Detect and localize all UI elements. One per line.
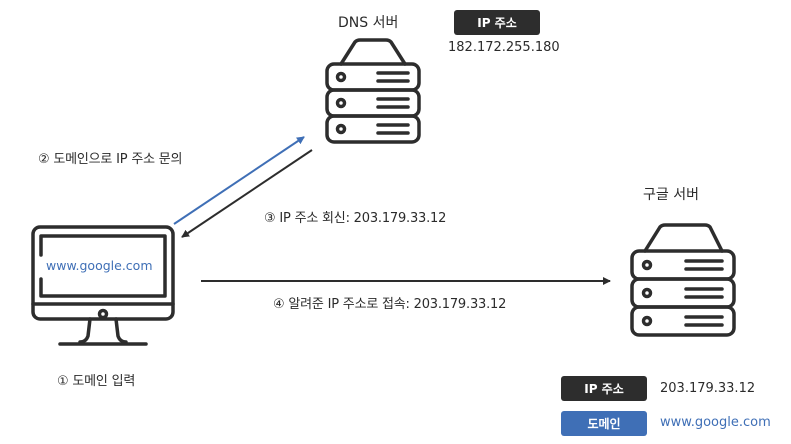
dns-ip-value: 182.172.255.180 [448, 40, 560, 55]
dns-server-icon [325, 38, 421, 144]
step1-caption: ① 도메인 입력 [57, 374, 136, 389]
step3-label: ③ IP 주소 회신: 203.179.33.12 [264, 211, 447, 226]
desktop-monitor-icon [31, 225, 175, 346]
dns-ip-badge: IP 주소 [454, 10, 540, 35]
query-arrow [173, 136, 305, 225]
legend-domain-value: www.google.com [660, 415, 771, 430]
legend-domain-badge: 도메인 [561, 411, 647, 436]
step4-label: ④ 알려준 IP 주소로 접속: 203.179.33.12 [273, 297, 507, 312]
google-server-title: 구글 서버 [643, 187, 699, 203]
legend-ip-badge: IP 주소 [561, 376, 647, 401]
google-server-icon [630, 223, 736, 337]
reply-arrow [181, 149, 313, 238]
step2-label: ② 도메인으로 IP 주소 문의 [38, 152, 183, 167]
dns-server-title: DNS 서버 [338, 15, 399, 31]
legend-ip-value: 203.179.33.12 [660, 381, 756, 396]
screen-url-text: www.google.com [46, 258, 153, 273]
